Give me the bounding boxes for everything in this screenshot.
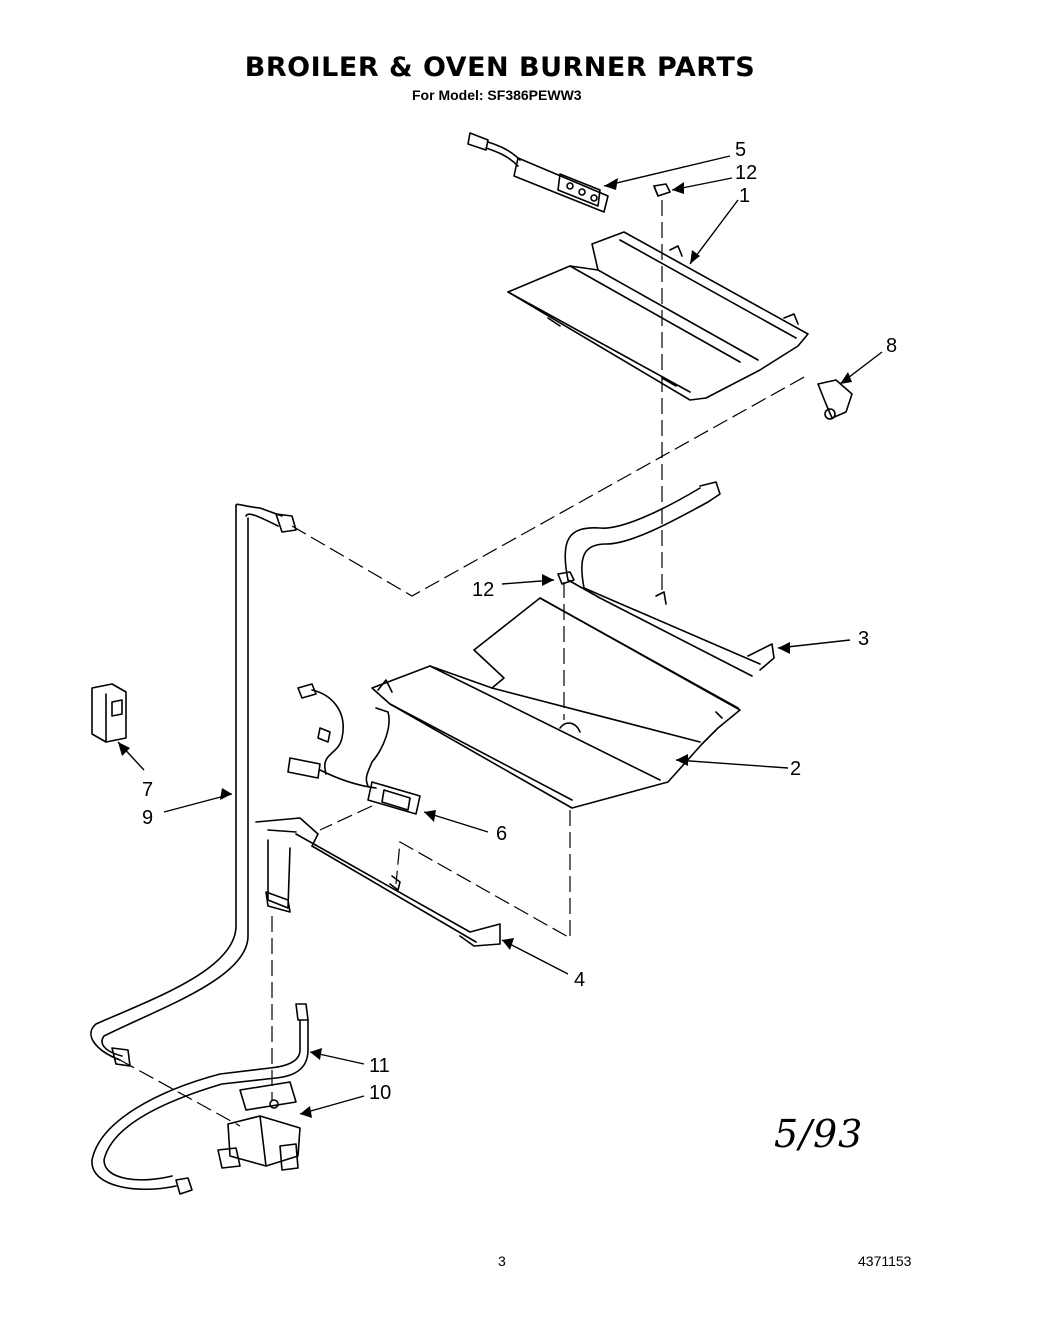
callout-labels: 5 12 1 8 12 3 2 7 9 6 4 11 10: [142, 139, 897, 1104]
part-6-oven-igniter: [287, 683, 421, 815]
part-2-oven-baffle: [371, 597, 741, 809]
callout-7: 7: [142, 779, 153, 801]
callout-4: 4: [574, 969, 585, 991]
page-number: 3: [498, 1253, 506, 1269]
arrowheads: [118, 178, 852, 1118]
part-5-igniter: [467, 132, 609, 213]
callout-12-top: 12: [735, 162, 757, 184]
page-title: BROILER & OVEN BURNER PARTS: [244, 52, 756, 83]
callout-1: 1: [739, 185, 750, 207]
model-subtitle: For Model: SF386PEWW3: [412, 87, 582, 103]
callout-10: 10: [369, 1082, 391, 1104]
part-8-orifice-fitting: [817, 379, 853, 420]
part-4-oven-burner: [255, 817, 501, 947]
callout-6: 6: [496, 823, 507, 845]
leader-lines: [117, 155, 883, 1115]
assembly-guide-lines: [119, 200, 807, 1127]
part-12-nut-top: [653, 183, 671, 197]
part-1-broiler-baffle: [507, 231, 809, 401]
part-10-safety-valve: [217, 1081, 301, 1171]
part-11-manifold-tube: [91, 1003, 309, 1195]
part-9-gas-tube: [90, 503, 297, 1067]
handwritten-date: 5/93: [774, 1112, 864, 1156]
callout-8: 8: [886, 335, 897, 357]
part-3-broiler-burner: [564, 481, 775, 677]
callout-2: 2: [790, 758, 801, 780]
document-number: 4371153: [858, 1253, 912, 1269]
callout-3: 3: [858, 628, 869, 650]
callout-5: 5: [735, 139, 746, 161]
callout-9: 9: [142, 807, 153, 829]
part-7-clip: [91, 683, 127, 743]
callout-12-lower: 12: [472, 579, 494, 601]
callout-11: 11: [369, 1055, 390, 1077]
